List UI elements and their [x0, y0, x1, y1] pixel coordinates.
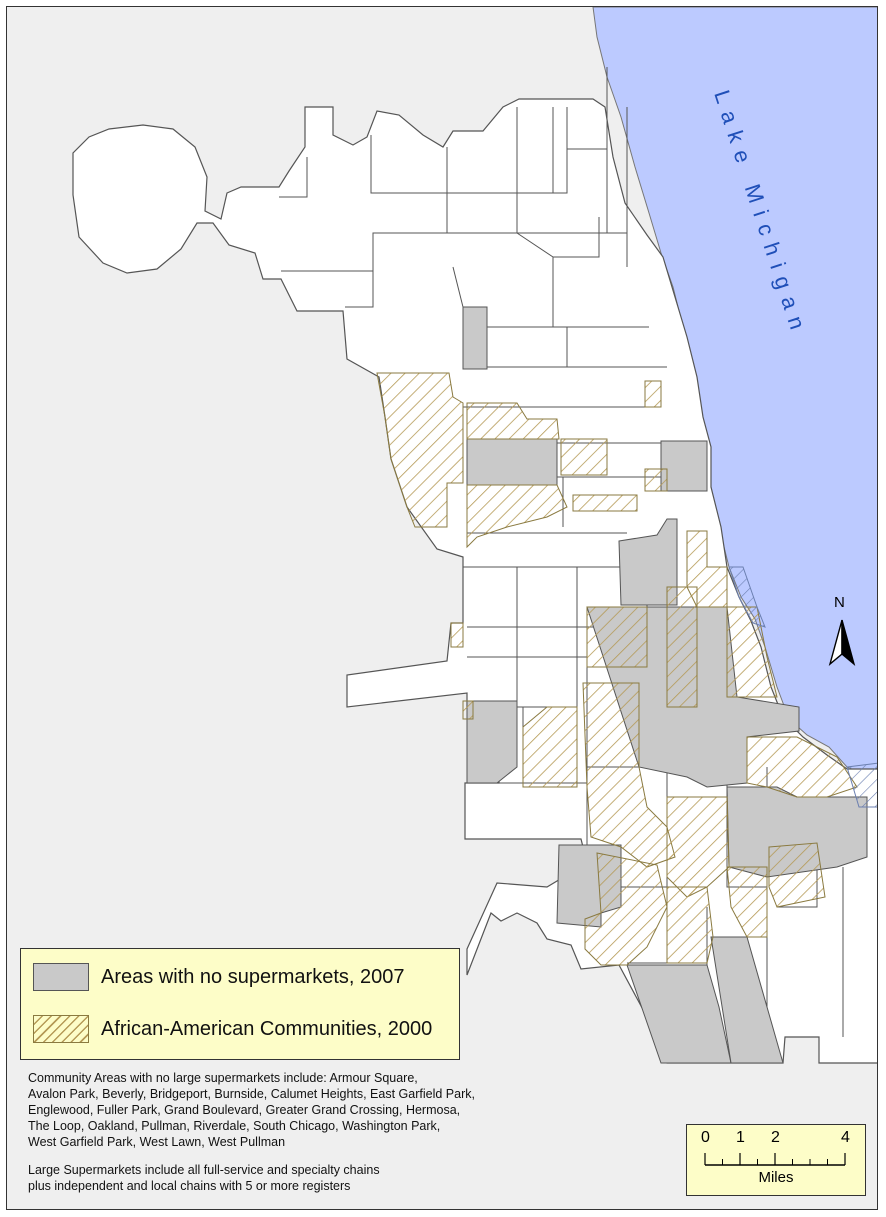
legend-item-african-american: African-American Communities, 2000 [33, 1015, 432, 1043]
african-american-communities [376, 372, 858, 966]
scale-ruler [704, 1153, 846, 1166]
north-arrow-icon [828, 619, 856, 666]
north-label: N [834, 594, 845, 611]
note-line: The Loop, Oakland, Pullman, Riverdale, S… [28, 1119, 441, 1133]
chicago-map [72, 7, 877, 1064]
note-no-supermarket-list: Community Areas with no large supermarke… [28, 1070, 588, 1150]
note-line: Large Supermarkets include all full-serv… [28, 1163, 380, 1177]
note-definition: Large Supermarkets include all full-serv… [28, 1162, 588, 1194]
note-line: Englewood, Fuller Park, Grand Boulevard,… [28, 1103, 461, 1117]
legend-label: Areas with no supermarkets, 2007 [101, 965, 405, 988]
legend-item-no-supermarkets: Areas with no supermarkets, 2007 [33, 963, 405, 991]
note-line: Community Areas with no large supermarke… [28, 1071, 418, 1085]
scale-tick-label: 1 [736, 1129, 745, 1146]
map-legend: Areas with no supermarkets, 2007 African… [20, 948, 460, 1060]
gray-swatch-icon [33, 963, 89, 991]
scale-tick-label: 0 [701, 1129, 710, 1146]
scale-tick-label: 2 [771, 1129, 780, 1146]
note-line: Avalon Park, Beverly, Bridgeport, Burnsi… [28, 1087, 475, 1101]
note-line: West Garfield Park, West Lawn, West Pull… [28, 1135, 286, 1149]
scale-unit-label: Miles [758, 1169, 794, 1186]
legend-label: African-American Communities, 2000 [101, 1017, 433, 1040]
scale-bar: 0 1 2 4 Miles [686, 1124, 866, 1196]
note-line: plus independent and local chains with 5… [28, 1179, 351, 1193]
lakeshore-hatch [728, 566, 877, 808]
scale-tick-label: 4 [841, 1129, 850, 1146]
hatch-swatch-icon [33, 1015, 89, 1043]
